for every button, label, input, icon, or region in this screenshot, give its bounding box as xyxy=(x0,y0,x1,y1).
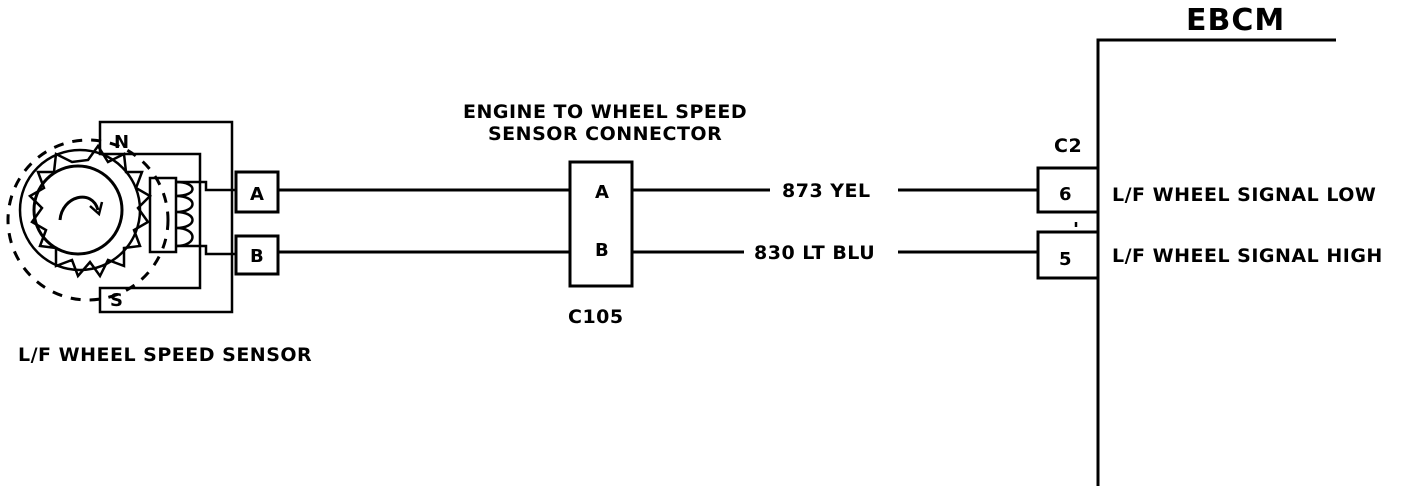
tone-ring-outline xyxy=(6,138,170,302)
ebcm-pin-6-label: L/F WHEEL SIGNAL LOW xyxy=(1112,184,1376,206)
ebcm-pin-6-housing xyxy=(1036,166,1098,214)
ebcm-outline xyxy=(1096,38,1336,486)
ebcm-pin-5-number: 5 xyxy=(1059,249,1072,270)
sensor-terminal-b xyxy=(234,234,280,276)
wire-830-circuit-label: 830 LT BLU xyxy=(754,242,875,264)
coil-bobbin xyxy=(148,176,178,254)
magnet-frame xyxy=(98,120,234,314)
sensor-terminal-a-label: A xyxy=(250,184,264,205)
connector-cavity-b: B xyxy=(595,240,609,261)
sensor-lead-a xyxy=(176,180,236,192)
connector-title-line1: ENGINE TO WHEEL SPEED xyxy=(463,101,747,123)
sensor-hub-outer xyxy=(18,148,142,272)
ebcm-pin-5-label: L/F WHEEL SIGNAL HIGH xyxy=(1112,245,1383,267)
wire-873-circuit-label: 873 YEL xyxy=(782,180,871,202)
ebcm-title: EBCM xyxy=(1186,3,1285,38)
sensor-lead-b xyxy=(176,244,236,256)
coil-winding xyxy=(175,180,194,248)
connector-cavity-a: A xyxy=(595,182,609,203)
sensor-label: L/F WHEEL SPEED SENSOR xyxy=(18,344,312,366)
wheel-speed-sensor: N S A B L/F WHEEL SPEED SENSOR xyxy=(6,120,312,366)
pole-s-label: S xyxy=(110,290,123,311)
ebcm-pin-6-number: 6 xyxy=(1059,184,1072,205)
ebcm-connector-id: C2 xyxy=(1054,135,1082,157)
connector-body xyxy=(568,160,634,288)
ebcm-module: EBCM C2 6 5 L/F WHEEL SIGNAL LOW L/F WHE… xyxy=(1036,3,1383,486)
connector-id: C105 xyxy=(568,306,624,328)
connector-title-line2: SENSOR CONNECTOR xyxy=(488,123,722,145)
tone-ring-teeth xyxy=(27,143,153,279)
sensor-terminal-b-label: B xyxy=(250,246,264,267)
ebcm-pin-5-housing xyxy=(1036,230,1098,280)
pole-n-label: N xyxy=(114,132,129,153)
inline-connector-c105: ENGINE TO WHEEL SPEED SENSOR CONNECTOR A… xyxy=(463,101,747,328)
sensor-terminal-a xyxy=(234,170,280,214)
sensor-hub-inner xyxy=(32,164,124,256)
rotation-arrow-icon xyxy=(58,195,104,221)
